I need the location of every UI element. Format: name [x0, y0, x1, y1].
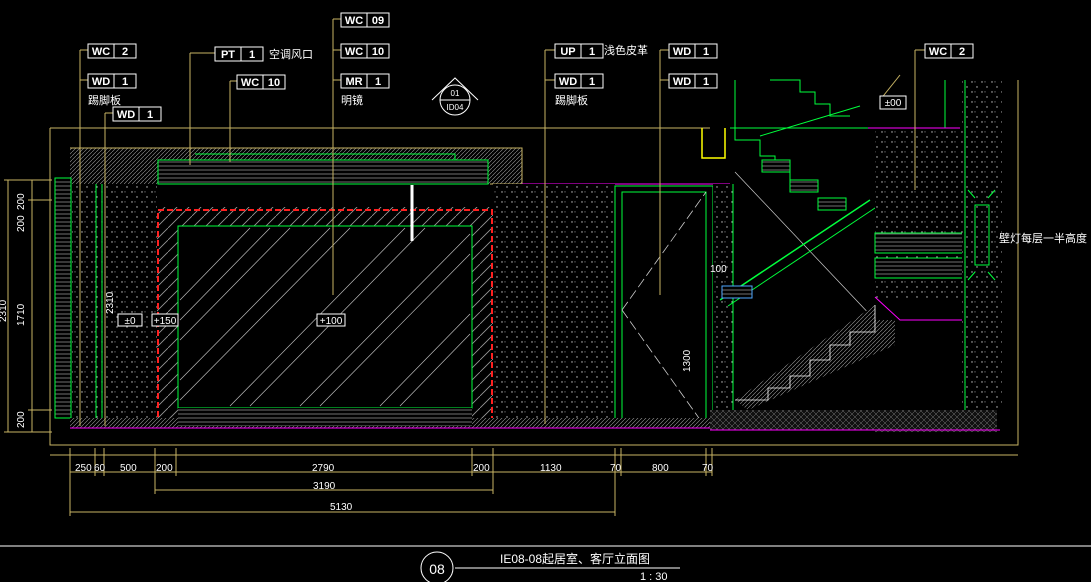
dim-3190: 3190: [313, 481, 336, 492]
tag-code: WD: [673, 76, 691, 88]
dim-800: 800: [652, 463, 669, 474]
material-tag: MR 1: [340, 73, 390, 89]
dim-5130: 5130: [330, 502, 353, 513]
leather-note: 浅色皮革: [604, 43, 648, 57]
tag-code: WD: [117, 109, 135, 121]
dim-left-200-b: 200: [16, 215, 27, 232]
ac-vent-note: 空调风口: [269, 47, 313, 61]
material-tag: WD 1: [554, 73, 604, 89]
tag-number: 10: [372, 46, 384, 58]
drawing-title: IE08-08起居室、客厅立面图: [500, 551, 650, 566]
material-tag: WC 09: [340, 12, 390, 28]
wall-light-note: 壁灯每层一半高度: [999, 231, 1087, 245]
drawing-scale: 1 : 30: [640, 571, 668, 582]
level-left-zero: ±0: [124, 316, 135, 327]
tag-code: PT: [221, 49, 235, 61]
dim-left-2310: 2310: [0, 299, 9, 322]
tag-code: WD: [92, 76, 110, 88]
material-tag: WD 1: [668, 43, 718, 59]
dim-left-200-c: 200: [16, 411, 27, 428]
tag-number: 1: [122, 76, 128, 88]
tag-number: 1: [147, 109, 153, 121]
tag-code: WC: [92, 46, 110, 58]
dim-wall-height: 2310: [105, 291, 116, 314]
material-tag: PT 1: [214, 46, 264, 62]
tag-number: 1: [703, 76, 709, 88]
kickboard-right-note: 踢脚板: [555, 93, 588, 107]
dim-500: 500: [120, 463, 137, 474]
level-left-150: +150: [154, 316, 177, 327]
material-tag: WD 1: [87, 73, 137, 89]
tag-number: 1: [589, 76, 595, 88]
material-tag: WD 1: [112, 106, 162, 122]
kickboard-left-note: 踢脚板: [88, 93, 121, 107]
dim-door-height: 1300: [682, 349, 693, 372]
dim-60: 60: [94, 463, 106, 474]
tag-code: WC: [345, 46, 363, 58]
dim-2790: 2790: [312, 463, 335, 474]
section-marker: [431, 77, 479, 116]
dim-70-a: 70: [610, 463, 622, 474]
door: [614, 185, 714, 429]
dimension-lines: [4, 179, 713, 516]
level-center-100: +100: [320, 316, 343, 327]
wall-frame: [49, 80, 1019, 456]
dim-200-b: 200: [473, 463, 490, 474]
mirror-note: 明镜: [341, 93, 363, 107]
dim-1130: 1130: [540, 463, 562, 474]
tag-number: 1: [703, 46, 709, 58]
tag-number: 1: [589, 46, 595, 58]
tag-number: 09: [372, 15, 384, 27]
material-tag: WC 2: [924, 43, 974, 59]
drawing-number: 08: [429, 561, 445, 577]
section-marker-bottom: ID04: [447, 103, 464, 112]
tag-number: 2: [959, 46, 965, 58]
tag-code: WC: [241, 77, 259, 89]
tag-code: WD: [559, 76, 577, 88]
title-block: [0, 545, 1091, 582]
material-tag: WC 10: [340, 43, 390, 59]
side-wall: [493, 184, 615, 427]
tag-code: WD: [673, 46, 691, 58]
material-tag: WC 2: [87, 43, 137, 59]
dim-rail: 100: [710, 264, 727, 275]
tag-number: 1: [375, 76, 381, 88]
tag-number: 1: [249, 49, 255, 61]
tag-code: WC: [345, 15, 363, 27]
dim-250: 250: [75, 463, 92, 474]
tag-code: MR: [345, 76, 362, 88]
tag-number: 10: [268, 77, 280, 89]
dim-200-a: 200: [156, 463, 173, 474]
skirting: [70, 408, 710, 429]
staircase: [710, 79, 1002, 432]
material-tag: WC 10: [236, 74, 286, 90]
level-stair-top: ±00: [885, 98, 902, 109]
dim-left-200-a: 200: [16, 193, 27, 210]
dim-left-1710: 1710: [16, 303, 27, 326]
tag-code: WC: [929, 46, 947, 58]
material-tag: WD 1: [668, 73, 718, 89]
tag-code: UP: [560, 46, 575, 58]
dim-70-b: 70: [702, 463, 714, 474]
section-marker-top: 01: [451, 89, 460, 98]
tag-number: 2: [122, 46, 128, 58]
leader-lines: [79, 18, 925, 426]
material-tag: UP 1: [554, 43, 604, 59]
